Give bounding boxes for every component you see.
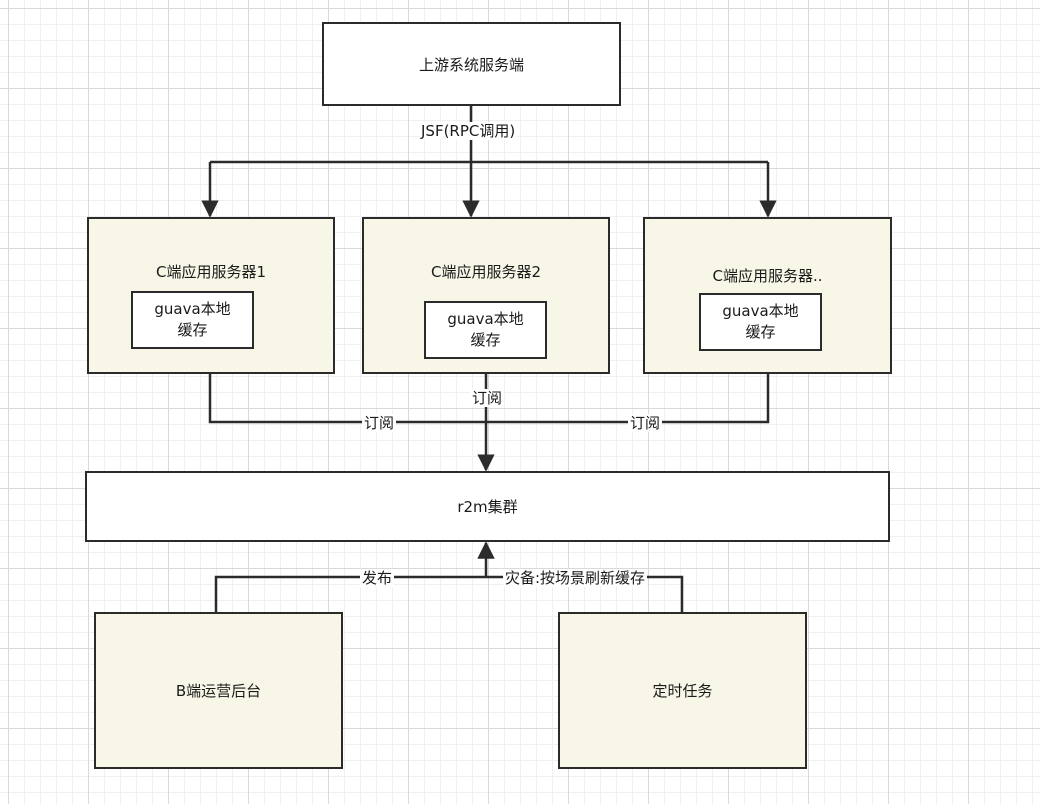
b-ops-backend-node[interactable]: B端运营后台	[94, 612, 343, 769]
upstream-service-label: 上游系统服务端	[418, 55, 524, 74]
r2m-cluster-node[interactable]: r2m集群	[85, 471, 890, 542]
subscribe-edge-label-right: 订阅	[628, 414, 663, 432]
app-server-1-guava-cache[interactable]: guava本地 缓存	[131, 291, 254, 349]
subscribe-edge-label-left: 订阅	[362, 414, 397, 432]
r2m-cluster-label: r2m集群	[457, 498, 518, 516]
app-server-1-title: C端应用服务器1	[155, 263, 267, 281]
app-server-3-guava-cache[interactable]: guava本地 缓存	[699, 293, 822, 351]
subscribe-line-server1	[208, 373, 486, 424]
upstream-service-node[interactable]: 上游系统服务端	[322, 22, 621, 106]
publish-line	[214, 575, 486, 612]
backup-edge-label: 灾备:按场景刷新缓存	[503, 569, 648, 587]
app-server-3-node[interactable]: C端应用服务器.. guava本地 缓存	[643, 217, 892, 374]
app-server-2-guava-cache[interactable]: guava本地 缓存	[424, 301, 547, 359]
app-server-2-title: C端应用服务器2	[430, 263, 542, 281]
rpc-edge-label: JSF(RPC调用)	[419, 122, 518, 140]
b-ops-backend-label: B端运营后台	[175, 682, 262, 700]
scheduled-task-node[interactable]: 定时任务	[558, 612, 807, 769]
subscribe-line-server3	[486, 373, 770, 424]
app-server-2-node[interactable]: C端应用服务器2 guava本地 缓存	[362, 217, 610, 374]
publish-edge-label: 发布	[360, 569, 395, 587]
subscribe-edge-label-mid: 订阅	[470, 389, 505, 407]
scheduled-task-label: 定时任务	[652, 682, 713, 700]
app-server-3-title: C端应用服务器..	[712, 267, 823, 285]
app-server-1-node[interactable]: C端应用服务器1 guava本地 缓存	[87, 217, 335, 374]
